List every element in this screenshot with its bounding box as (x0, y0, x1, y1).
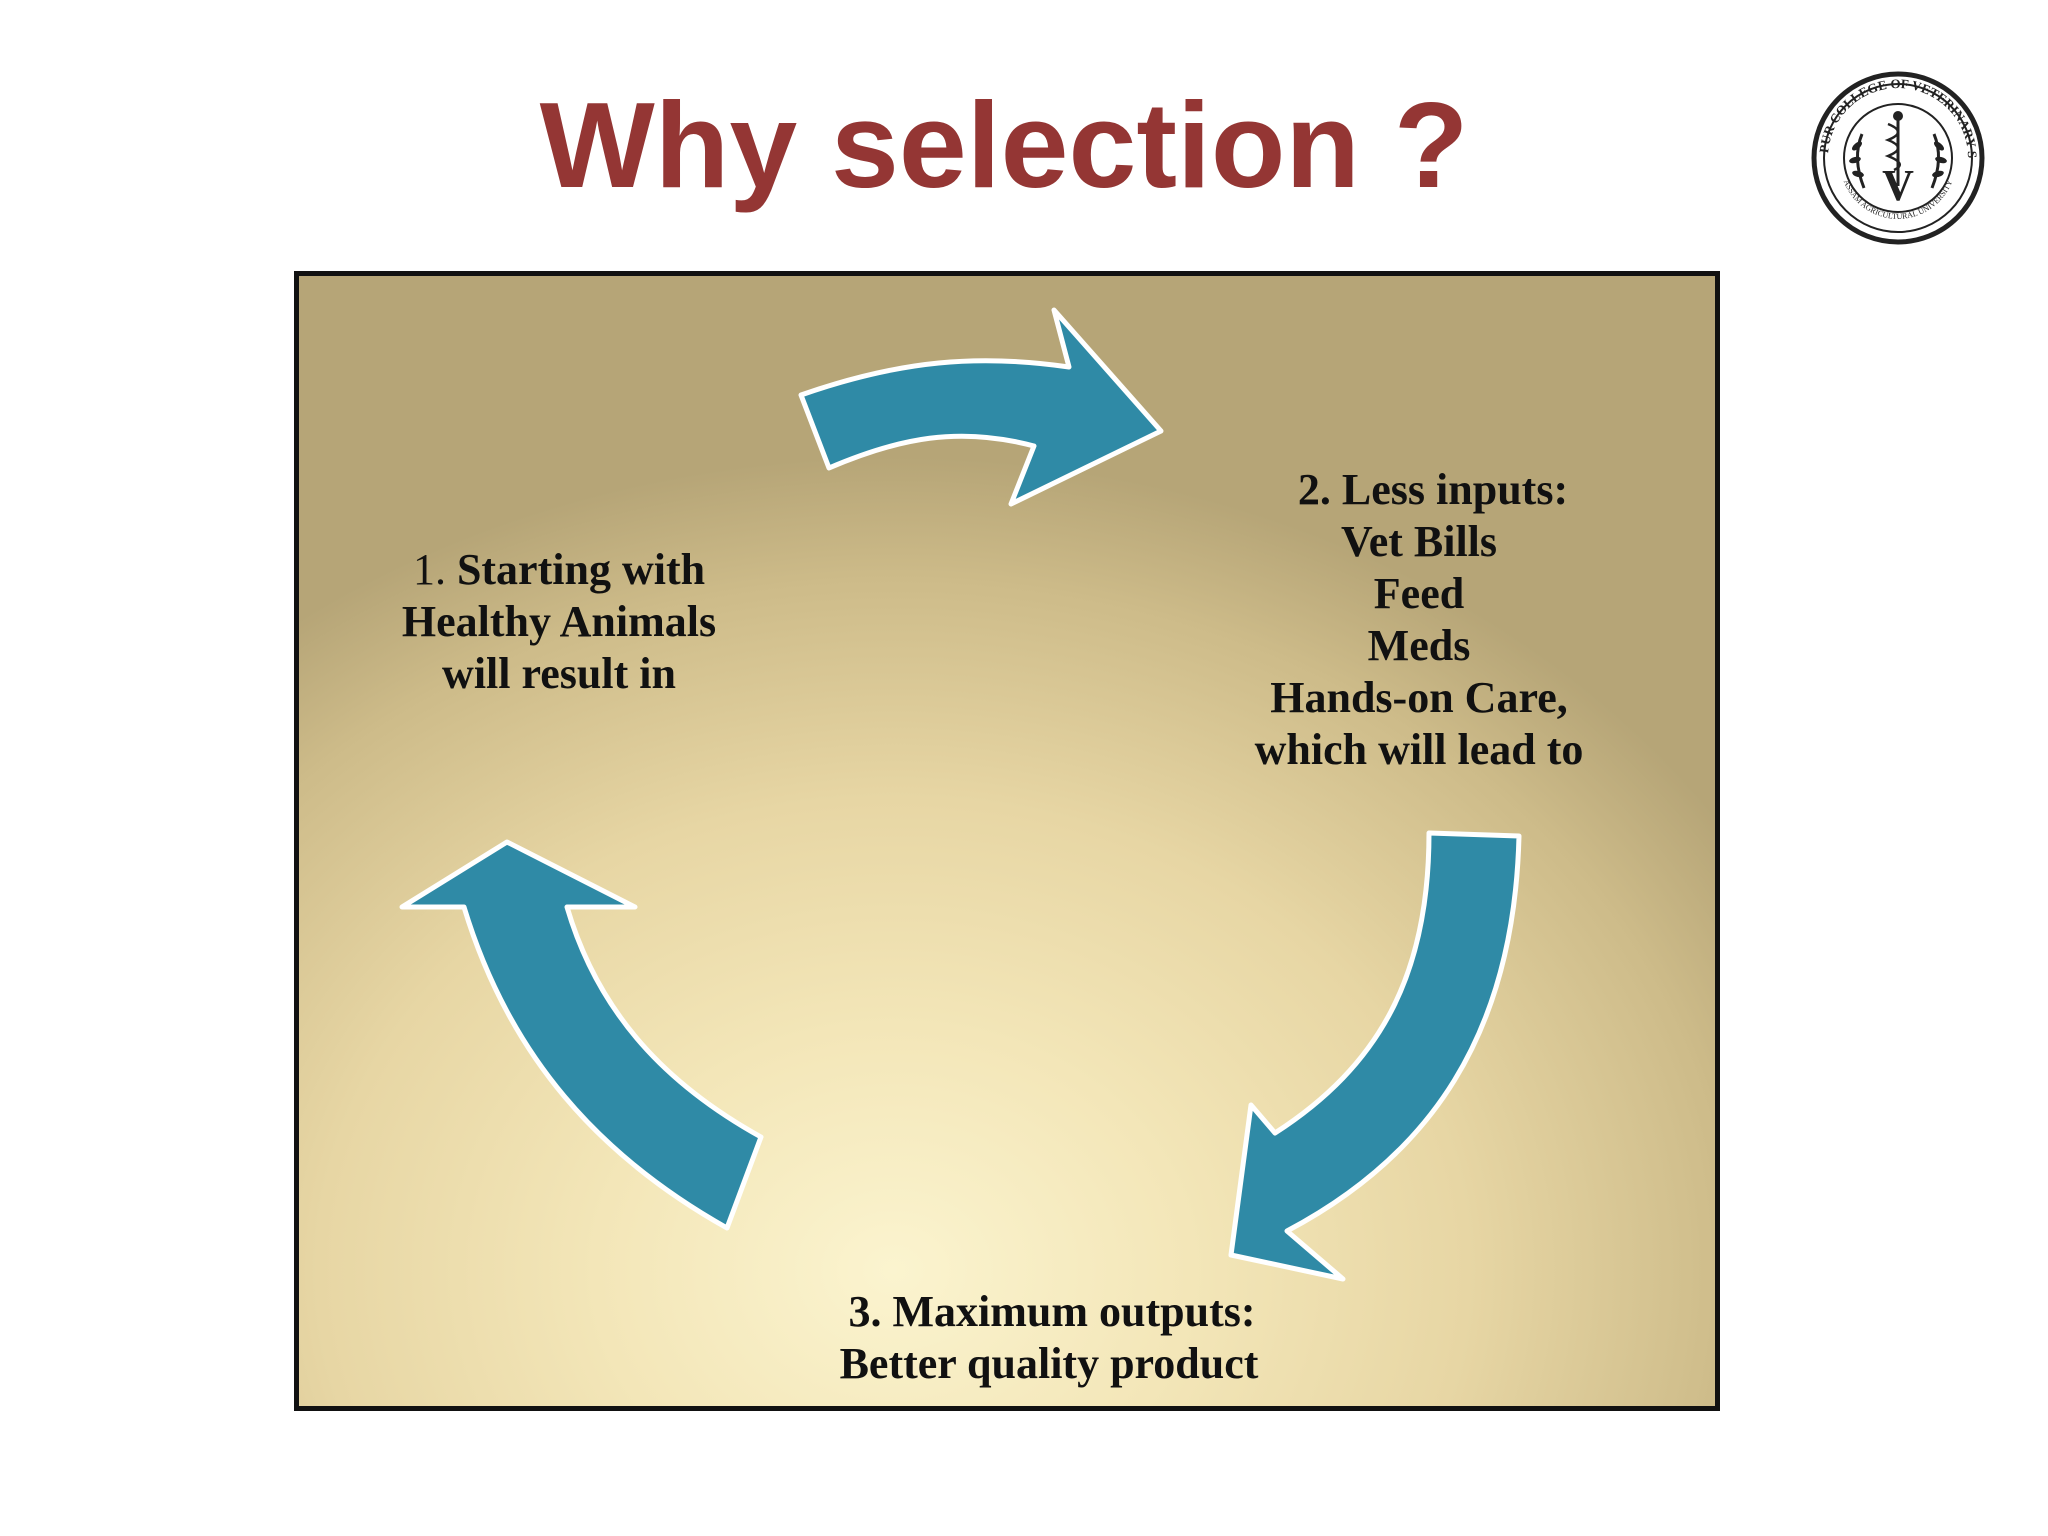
step-3-line-1: 3. Maximum outputs: (848, 1287, 1256, 1336)
step-2-line-3: Feed (1373, 569, 1465, 618)
step-2-line-1: 2. Less inputs: (1297, 465, 1569, 514)
arrow-2-to-3-icon (1228, 830, 1522, 1282)
step-2-text: 2. Less inputs: Vet Bills Feed Meds Hand… (1199, 464, 1639, 776)
step-2-line-2: Vet Bills (1340, 517, 1498, 566)
step-2-line-5: Hands-on Care, (1270, 673, 1568, 722)
step-2-line-6: which will lead to (1254, 725, 1584, 774)
step-1-number: 1. (412, 545, 446, 594)
step-3-line-2: Better quality product (839, 1339, 1259, 1388)
step-1-line-3: will result in (442, 649, 676, 698)
step-1-line-2: Healthy Animals (401, 597, 717, 646)
step-1-line-1-text: Starting with (456, 545, 706, 594)
arrow-3-to-1-icon (399, 839, 764, 1231)
step-1-text: 1. Starting with Healthy Animals will re… (359, 544, 759, 700)
college-seal-icon: LAKHIMPUR COLLEGE OF VETERINARY SCIENCE … (1784, 54, 2006, 246)
step-2-line-4: Meds (1367, 621, 1471, 670)
step-3-text: 3. Maximum outputs: Better quality produ… (699, 1286, 1399, 1390)
step-1-line-1: 1. Starting with (359, 544, 759, 596)
seal-monogram: V (1882, 161, 1914, 210)
cycle-diagram: 1. Starting with Healthy Animals will re… (294, 271, 1720, 1411)
page-title: Why selection ? (539, 77, 1469, 213)
arrow-1-to-2-icon (798, 307, 1164, 507)
